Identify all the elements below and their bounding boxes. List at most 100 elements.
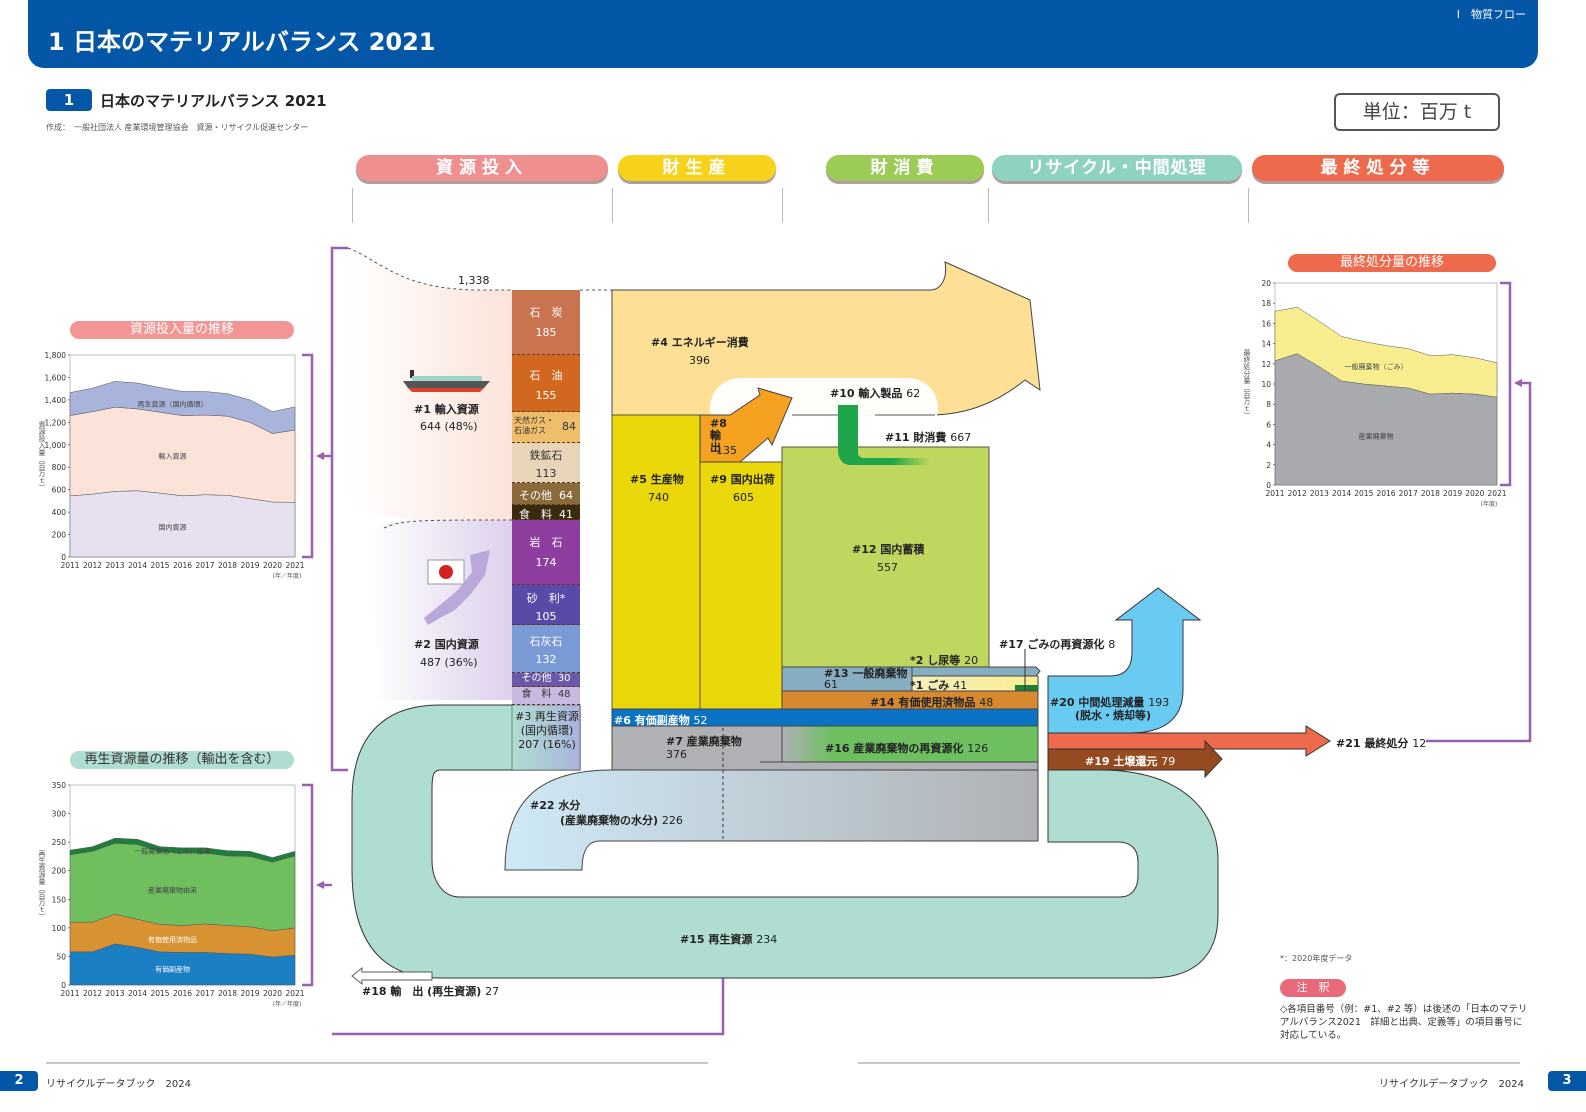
y-tick-label: 14 — [1261, 340, 1271, 349]
x-tick-label: 2019 — [240, 561, 259, 570]
energy-value: 396 — [689, 354, 710, 367]
energy-arrow-4 — [611, 261, 1041, 416]
y-axis-label: 資源投入量（百万ｔ） — [38, 420, 46, 491]
x-tick-label: 2015 — [1354, 489, 1373, 498]
x-tick-label: 2016 — [173, 561, 192, 570]
y-tick-label: 600 — [52, 486, 67, 495]
soil-return-arrow-19 — [1047, 739, 1223, 779]
series-label: 有価使用済物品 — [148, 935, 197, 944]
divider — [612, 188, 613, 223]
stage-consumption: 財消費 — [826, 155, 984, 181]
y-tick-label: 350 — [52, 781, 67, 790]
x-tick-label: 2017 — [1399, 489, 1418, 498]
chart-resource-input: 国内資源輸入資源再生資源（国内循環）02004006008001,0001,20… — [38, 351, 305, 580]
page-header — [28, 0, 1538, 68]
x-tick-label: 2015 — [150, 989, 169, 998]
x-axis-label: (年度) — [1481, 500, 1498, 508]
stage-final-disposal: 最終処分等 — [1252, 155, 1504, 181]
y-tick-label: 1,400 — [45, 396, 67, 405]
x-tick-label: 2011 — [1265, 489, 1284, 498]
water-note: (産業廃棄物の水分) 226 — [560, 814, 683, 827]
bracket-connectors — [302, 246, 1532, 1036]
reduction-label: #20 中間処理減量 193 — [1050, 696, 1170, 709]
domestic-value: 487 (36%) — [420, 656, 478, 669]
footer-text-left: リサイクルデータブック 2024 — [46, 1079, 191, 1090]
byproduct-label: #6 有価副産物 52 — [614, 714, 708, 727]
consumption-label: #11 財消費 667 — [885, 431, 972, 444]
y-axis-label: 最終処分量（百万ｔ） — [1243, 349, 1251, 419]
x-tick-label: 2018 — [218, 561, 237, 570]
export-arrow-8 — [699, 387, 793, 463]
y-axis-label: 再生資源量（百万ｔ） — [38, 850, 46, 920]
water-22 — [504, 769, 1039, 871]
section-label: I 物質フロー — [1456, 8, 1526, 21]
domestic-other: その他 30 — [512, 673, 580, 687]
total-input-value: 1,338 — [458, 274, 490, 287]
x-tick-label: 2015 — [150, 561, 169, 570]
series-label: 国内資源 — [159, 522, 187, 531]
y-tick-label: 8 — [1266, 400, 1271, 409]
divider — [1248, 188, 1249, 223]
x-tick-label: 2011 — [60, 561, 79, 570]
import-other: その他 64 — [512, 483, 580, 505]
import-food: 食 料 41 — [512, 505, 580, 521]
domestic-food: 食 料 48 — [512, 687, 580, 705]
general-waste-label: #13 一般廃棄物 61 — [824, 667, 908, 691]
series-label: 一般廃棄物（ごみ）由来 — [134, 846, 211, 855]
recycle-loop-15 — [351, 704, 1219, 979]
x-tick-label: 2011 — [60, 989, 79, 998]
product-label: #5 生産物 — [630, 473, 684, 486]
x-tick-label: 2020 — [263, 561, 282, 570]
x-tick-label: 2019 — [240, 989, 259, 998]
import-products-label: #10 輸入製品 62 — [830, 387, 921, 400]
garbage-recycling-17 — [1015, 685, 1038, 691]
footer-rule — [46, 1062, 708, 1064]
japan-map-icon — [424, 550, 490, 625]
y-tick-label: 6 — [1266, 420, 1271, 429]
y-tick-label: 2 — [1266, 461, 1271, 470]
energy-label: #4 エネルギー消費 — [651, 336, 749, 349]
stock-value: 557 — [877, 561, 898, 574]
export-label: #8 輸 出 — [710, 417, 732, 454]
recycled-input-box — [511, 704, 581, 771]
y-tick-label: 50 — [56, 952, 66, 961]
ship-icon — [403, 370, 490, 392]
area-series-1 — [1274, 306, 1498, 398]
notes-badge: 注 釈 — [1280, 979, 1346, 997]
divider — [988, 188, 989, 223]
y-tick-label: 400 — [52, 508, 67, 517]
imported-label: #1 輸入資源 — [414, 403, 479, 416]
japan-flag-icon — [427, 559, 465, 585]
y-tick-label: 100 — [52, 924, 67, 933]
y-tick-label: 0 — [61, 553, 66, 562]
water-label: #22 水分 — [530, 799, 581, 812]
shipment-value: 605 — [733, 491, 754, 504]
y-tick-label: 200 — [52, 531, 67, 540]
series-label: 輸入資源 — [159, 452, 187, 461]
imported-value: 644 (48%) — [420, 420, 478, 433]
x-tick-label: 2017 — [195, 561, 214, 570]
product-value: 740 — [648, 491, 669, 504]
chart-title-final-disposal: 最終処分量の推移 — [1288, 254, 1496, 272]
final-disposal-label: #21 最終処分 12 — [1336, 737, 1427, 750]
stage-production: 財生産 — [618, 155, 776, 181]
series-label: 再生資源（国内循環） — [138, 400, 208, 409]
y-tick-label: 1,200 — [45, 418, 67, 427]
reduction-note: (脱水・焼却等) — [1075, 709, 1152, 722]
domestic-label: #2 国内資源 — [414, 638, 479, 651]
page-number-right: 3 — [1548, 1071, 1586, 1091]
footer-text-right: リサイクルデータブック 2024 — [1379, 1079, 1524, 1090]
series-label: 有価副産物 — [155, 965, 190, 974]
x-tick-label: 2018 — [218, 989, 237, 998]
x-tick-label: 2013 — [105, 989, 124, 998]
divider — [782, 188, 783, 223]
y-tick-label: 150 — [52, 895, 67, 904]
shipment-label: #9 国内出荷 — [710, 473, 775, 486]
recycled-resources-label: #15 再生資源 234 — [680, 933, 778, 946]
